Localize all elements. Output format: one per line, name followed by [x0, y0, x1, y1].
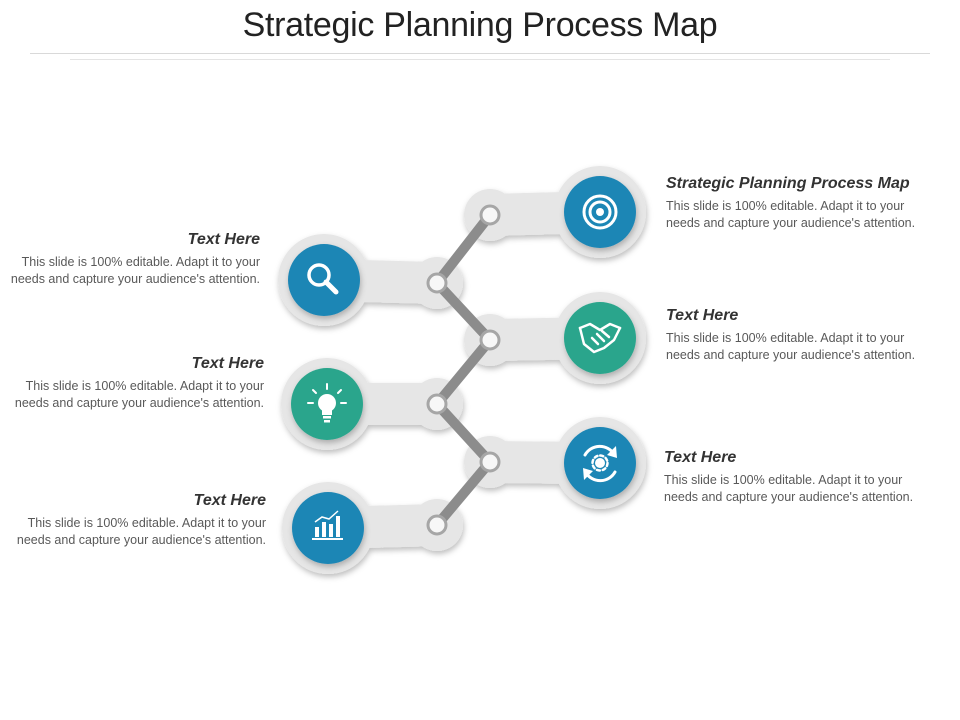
page-title: Strategic Planning Process Map [242, 6, 718, 44]
left-item-3: Text Here This slide is 100% editable. A… [6, 492, 266, 549]
left-item-1-heading: Text Here [187, 231, 260, 248]
left-item-2-text: This slide is 100% editable. Adapt it to… [14, 379, 264, 410]
search-icon [307, 263, 339, 295]
target-icon [582, 194, 618, 230]
title-divider [30, 53, 930, 54]
right-item-1: Strategic Planning Process Map This slid… [666, 175, 926, 232]
right-item-2-text: This slide is 100% editable. Adapt it to… [666, 331, 916, 362]
lightbulb-icon [307, 383, 347, 423]
right-item-3: Text Here This slide is 100% editable. A… [664, 449, 924, 506]
connector-nodes [426, 204, 501, 536]
zigzag-connector [432, 210, 495, 530]
left-bar-chart-circle [292, 492, 364, 564]
left-item-2: Text Here This slide is 100% editable. A… [4, 355, 264, 412]
right-item-2: Text Here This slide is 100% editable. A… [666, 307, 926, 364]
left-search-circle [288, 244, 360, 316]
right-item-3-text: This slide is 100% editable. Adapt it to… [664, 473, 914, 504]
right-item-1-heading: Strategic Planning Process Map [666, 175, 910, 192]
right-item-1-text: This slide is 100% editable. Adapt it to… [666, 199, 916, 230]
bar-chart-icon [312, 510, 343, 540]
left-item-3-text: This slide is 100% editable. Adapt it to… [16, 516, 266, 547]
right-item-2-heading: Text Here [666, 307, 739, 324]
handshake-icon [578, 322, 622, 354]
left-item-3-heading: Text Here [193, 492, 266, 509]
left-item-1: Text Here This slide is 100% editable. A… [0, 231, 260, 288]
left-item-1-text: This slide is 100% editable. Adapt it to… [10, 255, 260, 286]
right-item-3-heading: Text Here [664, 449, 737, 466]
title-divider-secondary [70, 59, 890, 60]
left-item-2-heading: Text Here [191, 355, 264, 372]
refresh-gear-icon [583, 444, 617, 483]
